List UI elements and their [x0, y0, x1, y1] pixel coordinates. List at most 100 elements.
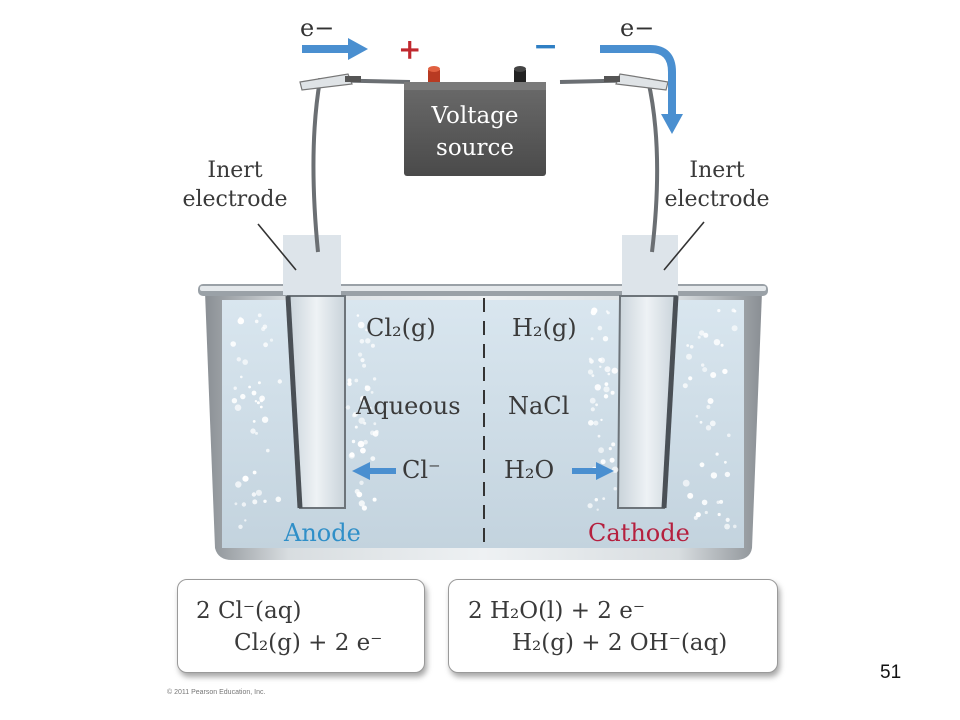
bubble [597, 325, 603, 331]
anode-label: Anode [284, 519, 361, 547]
bubble [693, 515, 698, 520]
bubble [255, 431, 258, 435]
bubble [590, 407, 595, 412]
nacl-label: NaCl [508, 392, 570, 420]
bubble [261, 326, 266, 332]
aqueous-label: Aqueous [356, 392, 461, 420]
bubble [699, 420, 703, 424]
cathode-equation-box [448, 579, 778, 673]
bubble [361, 505, 367, 511]
electron-label-right: e− [620, 14, 655, 42]
bubble [593, 420, 599, 426]
positive-terminal [428, 66, 440, 82]
bubble [233, 386, 237, 390]
bubble [352, 411, 358, 417]
bubble [263, 499, 267, 503]
bubble [607, 372, 611, 376]
voltage-label-line2: source [436, 135, 514, 161]
bubble [230, 341, 236, 347]
bubble [611, 466, 619, 473]
bubble [345, 405, 351, 410]
bubble [604, 382, 609, 386]
bubble [699, 462, 705, 468]
bubble [250, 428, 256, 434]
ion-arrows [352, 462, 614, 480]
water-label: H₂O [504, 456, 555, 484]
bubble [687, 492, 694, 499]
bubble [710, 372, 717, 378]
bubble [720, 343, 724, 347]
cathode-equation-line1: 2 H₂O(l) + 2 e⁻ [468, 598, 645, 624]
bubble [231, 398, 238, 404]
bubble [374, 429, 379, 434]
anode-electrode [283, 235, 346, 509]
negative-terminal [514, 66, 526, 82]
bubble [360, 447, 366, 454]
bubble [697, 335, 701, 339]
bubble [370, 343, 375, 348]
bubble [254, 319, 259, 324]
bubble [349, 452, 355, 458]
bubble [354, 425, 358, 429]
bubble [695, 512, 701, 518]
bubble [234, 502, 238, 506]
bubble [719, 499, 724, 504]
bubble [707, 398, 714, 404]
page-number: 51 [880, 662, 902, 683]
bubble [257, 381, 261, 385]
bubble [689, 345, 694, 349]
bubble [357, 321, 365, 329]
bubble [358, 417, 365, 424]
bubble [598, 358, 602, 362]
bubble [261, 416, 269, 423]
bubble [715, 452, 719, 456]
bubble [602, 497, 606, 500]
bubble [606, 311, 610, 315]
bubble [251, 492, 257, 497]
bubble [259, 405, 263, 409]
bubble [725, 517, 730, 523]
bubble [235, 481, 242, 488]
bubble [238, 524, 243, 529]
bubble [724, 471, 731, 478]
bubble [263, 342, 268, 348]
bubble [588, 420, 594, 426]
bubble [275, 496, 282, 503]
bubble [705, 425, 712, 431]
bubble [682, 383, 688, 389]
bubble [360, 395, 367, 402]
bubble [375, 411, 379, 415]
bubble [599, 365, 602, 368]
bubble [595, 403, 598, 407]
bubble [587, 503, 593, 509]
bubble [590, 337, 594, 341]
bubble [594, 384, 601, 391]
voltage-label-line1: Voltage [431, 103, 519, 129]
bubble [365, 328, 368, 332]
h2-gas-label: H₂(g) [512, 314, 577, 342]
bubble [252, 420, 256, 423]
bubble [686, 353, 692, 360]
bubble [356, 314, 360, 317]
bubble [609, 457, 615, 463]
bubble [240, 393, 246, 400]
bubble [603, 394, 609, 399]
bubble [363, 421, 367, 425]
bubble [702, 367, 708, 373]
inert-electrode-left-line1: Inert [207, 158, 263, 183]
bubble [370, 456, 376, 461]
bubble [259, 395, 265, 402]
gas-bubbles [230, 307, 738, 530]
bubble [717, 309, 721, 313]
cl2-gas-label: Cl₂(g) [366, 314, 436, 342]
bubble [351, 439, 356, 444]
bubble [682, 479, 690, 487]
bubble [710, 472, 718, 479]
inert-right-leader [663, 221, 705, 271]
bubble [596, 508, 599, 511]
alligator-clips [299, 73, 669, 91]
bubble [347, 378, 352, 383]
bubble [252, 499, 258, 505]
